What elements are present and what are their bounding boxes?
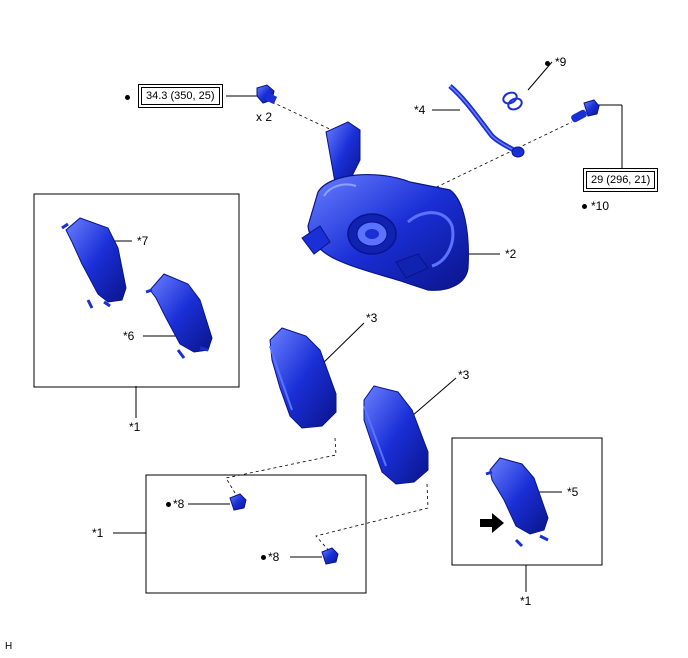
union-bolt-part [571,99,600,123]
callout-3-upper: *3 [366,311,378,325]
callout-1-left: *1 [129,420,141,434]
clip-part-upper [229,493,247,511]
quantity-label: x 2 [256,110,273,124]
callout-2: *2 [505,247,517,261]
bullet-icon [582,204,587,209]
callout-5: *5 [567,485,579,499]
callout-3-lower: *3 [458,368,470,382]
gasket-part [502,91,523,111]
callout-9: *9 [555,55,567,69]
torque-value: 29 (296, 21) [586,171,656,189]
bullet-icon [261,555,266,560]
arrow-icon [480,513,504,533]
corner-mark: H [5,641,13,652]
callout-10: *10 [591,199,610,213]
pad-set-box-right [451,437,603,566]
pad-part-7 [61,217,127,309]
pad-part-3-lower [363,385,429,485]
callout-7: *7 [137,234,149,248]
callout-1-center: *1 [92,526,104,540]
callout-8-upper: *8 [173,497,185,511]
callout-6: *6 [123,329,135,343]
pad-part-6 [145,273,213,359]
assembly-lines [225,101,573,553]
pad-set-box-left [33,193,240,388]
torque-value: 34.3 (350, 25) [141,87,220,105]
torque-box-mount-bolt: 34.3 (350, 25) [138,84,223,108]
pad-part-5 [485,457,549,548]
pad-part-3-upper [269,327,337,429]
mounting-bolt-part [256,84,278,105]
brake-hose-part [448,84,525,158]
clip-part-lower [321,547,339,565]
bullet-icon [545,61,550,66]
callout-4: *4 [414,103,426,117]
caliper-part [301,121,469,291]
bullet-icon [166,502,171,507]
callout-1-right: *1 [520,594,532,608]
torque-box-union-bolt: 29 (296, 21) [583,168,659,192]
bullet-icon [125,95,130,100]
clip-set-box [145,474,367,594]
callout-8-lower: *8 [268,550,280,564]
